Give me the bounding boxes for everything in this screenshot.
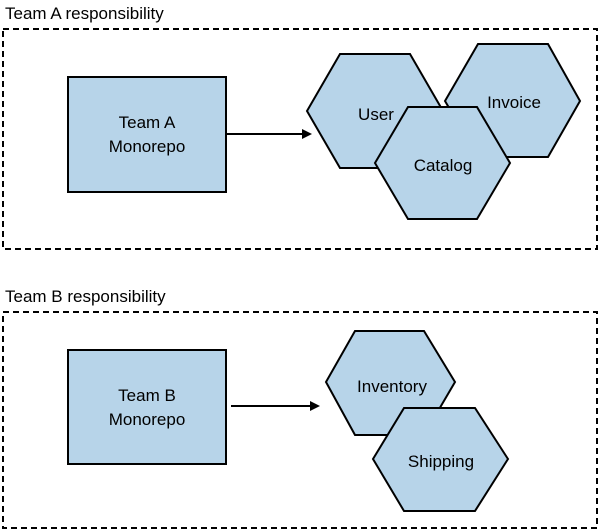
service-invoice-label: Invoice [487, 93, 541, 112]
team-b-boundary [2, 311, 598, 529]
service-shipping-label: Shipping [408, 452, 474, 471]
team-b-monorepo-line2: Monorepo [109, 410, 186, 429]
team-a-section-title: Team A responsibility [5, 4, 164, 23]
team-a-section: Team A responsibility Team A Monorepo Us… [2, 4, 598, 250]
team-b-monorepo-box: Team B Monorepo [67, 349, 227, 465]
team-a-monorepo-line2: Monorepo [109, 137, 186, 156]
service-shipping-shape [371, 407, 510, 512]
team-a-monorepo-box: Team A Monorepo [67, 76, 227, 193]
service-catalog-hexagon: Catalog [373, 106, 512, 220]
team-b-monorepo-rect [67, 349, 227, 465]
team-b-section: Team B responsibility Team B Monorepo In… [2, 287, 598, 529]
service-inventory-label: Inventory [357, 377, 427, 396]
service-catalog-shape [373, 106, 512, 220]
team-b-monorepo-line1: Team B [118, 386, 176, 405]
team-a-boundary [2, 28, 598, 250]
team-a-monorepo-line1: Team A [119, 113, 176, 132]
service-catalog-label: Catalog [414, 156, 473, 175]
team-b-section-title: Team B responsibility [5, 287, 166, 306]
service-user-label: User [358, 105, 394, 124]
team-a-monorepo-rect [67, 76, 227, 193]
service-shipping-hexagon: Shipping [371, 407, 510, 512]
